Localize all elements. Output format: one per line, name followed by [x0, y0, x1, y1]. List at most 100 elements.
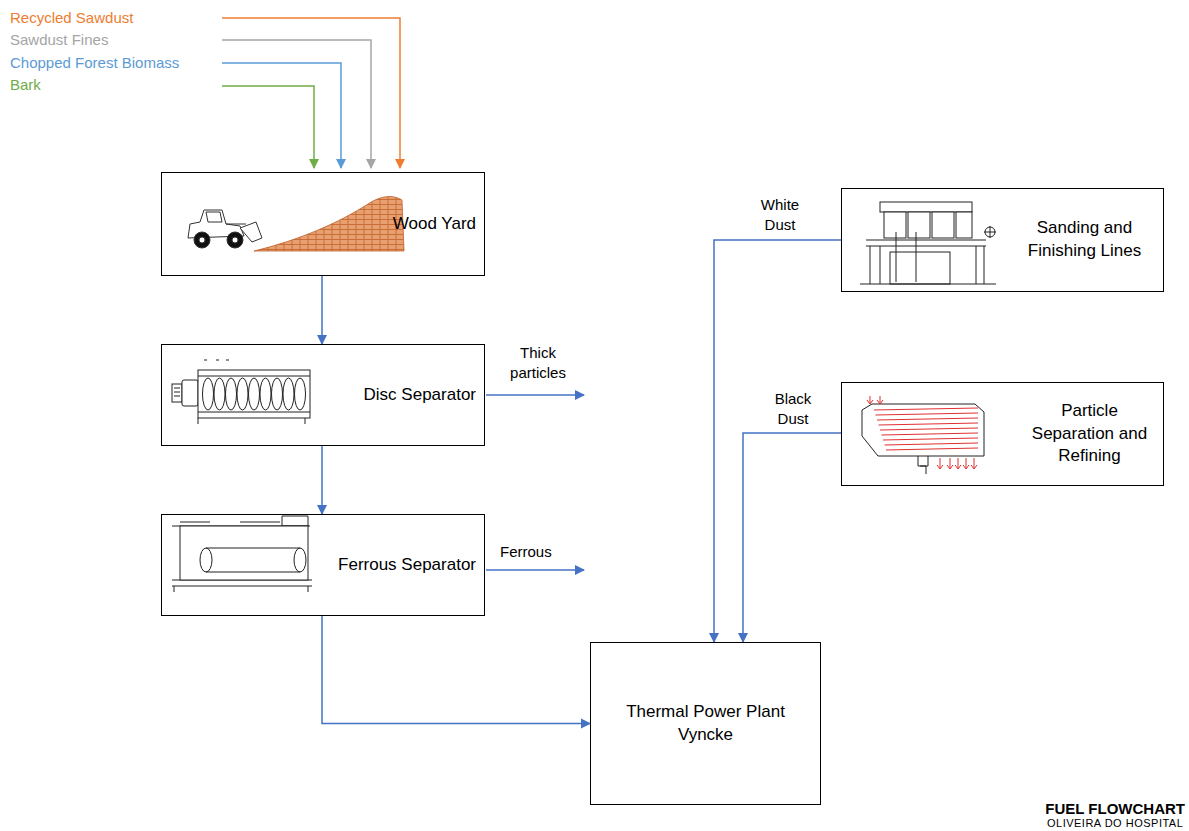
drawing-stroke: [172, 526, 312, 586]
flow-arrow: [321, 446, 323, 514]
input-label: Sawdust Fines: [10, 30, 108, 50]
drawing-stroke: [198, 370, 310, 418]
drawing-stroke: [227, 232, 243, 248]
box-label: Wood Yard: [393, 213, 476, 236]
drawing-stroke: [896, 232, 916, 282]
drawing-stroke: [874, 408, 978, 450]
drawing-stroke: [203, 378, 306, 410]
separator-arrow: [971, 458, 977, 469]
flow-arrow: [714, 240, 841, 642]
drawing-stroke: [222, 86, 314, 168]
flow-arrow: [322, 616, 590, 724]
disc-separator-icon: [172, 360, 310, 424]
drawing-stroke: [294, 548, 306, 572]
drawing-stroke: [222, 40, 371, 168]
flow-arrow: [321, 276, 323, 344]
separator-stroke: [879, 423, 979, 425]
drawing-stroke: [206, 548, 300, 572]
drawing-stroke: [918, 456, 928, 474]
disc-stroke: [226, 378, 237, 410]
diagram-title: FUEL FLOWCHART: [1045, 800, 1185, 817]
drawing-stroke: [880, 202, 972, 212]
input-label: Recycled Sawdust: [10, 8, 133, 28]
input-label: Bark: [10, 75, 41, 95]
disc-stroke: [237, 378, 248, 410]
drawing-stroke: [956, 212, 972, 238]
disc-stroke: [260, 378, 271, 410]
separator-arrow: [947, 458, 953, 469]
drawing-stroke: [890, 252, 950, 284]
drawing-stroke: [174, 388, 180, 396]
box-label: Disc Separator: [364, 384, 476, 407]
separator-stroke: [886, 448, 978, 450]
separator-stroke: [882, 433, 979, 435]
drawing-stroke: [180, 516, 308, 526]
disc-stroke: [249, 378, 260, 410]
box-label: Sanding and Finishing Lines: [1012, 217, 1157, 263]
flow-arrow: [743, 433, 841, 642]
drawing-stroke: [226, 224, 246, 225]
drawing-stroke: [172, 384, 182, 402]
drawing-stroke: [198, 376, 310, 424]
reject-label: Ferrous: [500, 542, 552, 562]
drawing-stroke: [862, 404, 984, 456]
disc-stroke: [272, 378, 283, 410]
separator-arrow: [955, 458, 961, 469]
input-label: Chopped Forest Biomass: [10, 53, 179, 73]
separator-stroke: [885, 443, 979, 445]
drawing-stroke: [908, 212, 930, 238]
diagram-caption: OLIVEIRA DO HOSPITAL: [1045, 817, 1185, 829]
process-box: Wood Yard: [161, 172, 485, 276]
separator-arrow: [963, 458, 969, 469]
drawing-stroke: [866, 240, 986, 284]
drawing-stroke: [486, 394, 584, 396]
drawing-stroke: [254, 197, 404, 251]
drawing-stroke: [182, 380, 198, 406]
particle-separator-icon: [862, 396, 984, 474]
wood-pile: [254, 197, 404, 251]
drawing-stroke: [194, 232, 210, 248]
drawing-stroke: [867, 400, 883, 404]
drawing-stroke: [932, 212, 954, 238]
process-box: Disc Separator: [161, 344, 485, 446]
edge-label: White Dust: [750, 195, 810, 234]
sanding-machine-icon: [860, 202, 996, 284]
title-block: FUEL FLOWCHARTOLIVEIRA DO HOSPITAL: [1045, 800, 1185, 829]
separator-stroke: [874, 408, 978, 410]
drawing-stroke: [206, 212, 222, 222]
drawing-stroke: [860, 284, 996, 285]
separator-stroke: [876, 413, 979, 415]
disc-stroke: [283, 378, 294, 410]
process-box: Particle Separation and Refining: [841, 382, 1164, 486]
drawing-stroke: [174, 586, 308, 592]
box-label: Particle Separation and Refining: [1022, 400, 1157, 469]
drawing-stroke: [937, 458, 977, 469]
drawing-stroke: [204, 360, 229, 361]
drawing-stroke: [222, 63, 341, 168]
drawing-stroke: [486, 569, 584, 571]
box-label: Thermal Power Plant Vyncke: [606, 701, 806, 747]
process-box: Ferrous Separator: [161, 514, 485, 616]
process-box: Sanding and Finishing Lines: [841, 188, 1164, 292]
separator-stroke: [877, 418, 978, 420]
drawing-stroke: [200, 548, 212, 572]
disc-stroke: [203, 378, 214, 410]
disc-stroke: [295, 378, 306, 410]
drawing-stroke: [199, 237, 205, 243]
disc-stroke: [214, 378, 225, 410]
separator-stroke: [883, 438, 978, 440]
drawing-stroke: [984, 226, 996, 238]
separator-stroke: [880, 428, 978, 430]
plant-box: Thermal Power Plant Vyncke: [590, 642, 821, 805]
drawing-stroke: [180, 526, 308, 580]
drawing-stroke: [884, 212, 906, 238]
edge-label: Black Dust: [763, 389, 823, 428]
feed-lines: [222, 18, 400, 168]
drawing-stroke: [985, 227, 995, 237]
ferrous-separator-icon: [172, 516, 312, 592]
box-label: Ferrous Separator: [338, 554, 476, 577]
drawing-stroke: [222, 18, 400, 168]
